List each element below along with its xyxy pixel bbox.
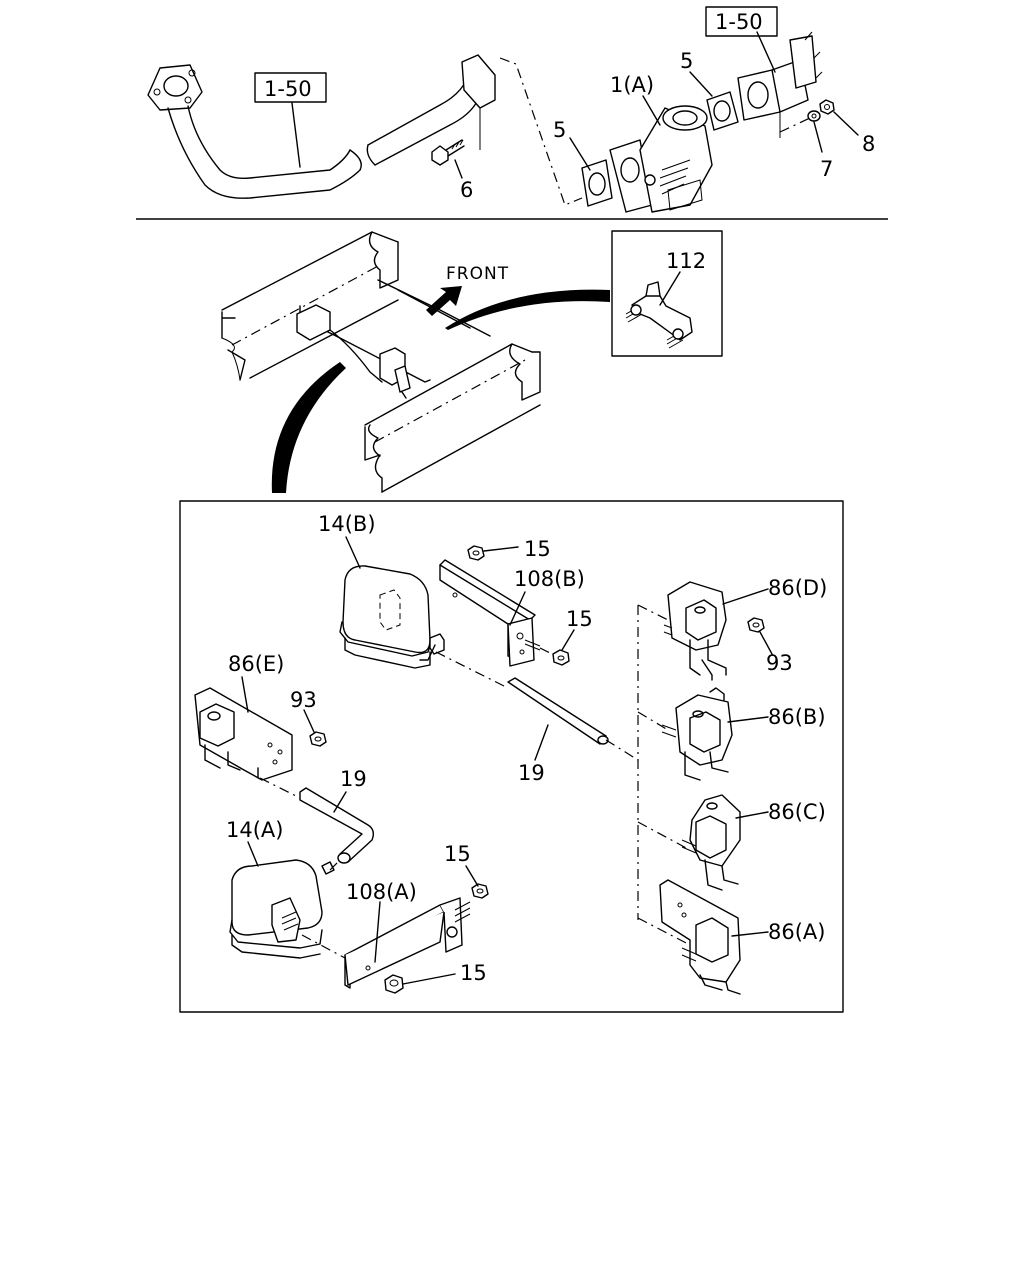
leader-86b: [727, 716, 769, 723]
vacuum-tank-14a: [229, 859, 335, 959]
label-14b: 14(B): [318, 512, 376, 536]
dashed-link-washer: [779, 117, 811, 133]
leader-14b: [345, 536, 361, 569]
label-8: 8: [862, 132, 875, 156]
label-14a: 14(A): [226, 818, 283, 842]
bolt-15-bottom: [384, 974, 404, 994]
label-86b: 86(B): [768, 705, 826, 729]
link-86b: [637, 711, 669, 731]
leader-86d: [722, 588, 769, 605]
label-front: FRONT: [446, 264, 509, 284]
leader-15-b: [561, 629, 575, 651]
nut-15-right: [552, 649, 570, 666]
leader-86c: [735, 811, 769, 819]
label-86c: 86(C): [768, 800, 826, 824]
leader-108b: [509, 591, 526, 626]
label-7: 7: [820, 157, 833, 181]
label-93-left: 93: [290, 688, 317, 712]
label-6: 6: [460, 178, 473, 202]
label-93-right: 93: [766, 651, 793, 675]
leader-14a: [247, 841, 259, 867]
ref-label-1-50-right: 1-50: [715, 10, 763, 34]
leader-6: [454, 159, 463, 179]
nut-15-lower: [471, 883, 489, 899]
dashed-link-hose-right: [605, 739, 639, 761]
bracket-108b: [439, 559, 541, 667]
solenoid-valve-86a: [659, 879, 741, 995]
solenoid-valve-86e: [194, 687, 293, 781]
vacuum-tank-14b: [339, 565, 445, 669]
label-15-b: 15: [566, 607, 593, 631]
callout-arrow-upper: [445, 289, 610, 330]
label-5-mid: 5: [553, 118, 566, 142]
leader-86a: [731, 931, 769, 937]
nut-93-left: [309, 731, 327, 747]
label-86a: 86(A): [768, 920, 825, 944]
label-15-d: 15: [460, 961, 487, 985]
nut-93-right: [747, 617, 765, 633]
leader-86e: [241, 676, 249, 713]
chassis-frame: [221, 231, 541, 493]
front-arrow-icon: [426, 286, 462, 316]
leader-8: [833, 111, 859, 136]
ref-box-1-50-right: [705, 6, 778, 37]
ref-box-1-50-left: [254, 72, 327, 103]
gasket-5-top: [706, 91, 739, 131]
leader-1-50-right: [756, 31, 776, 73]
washer-7: [807, 110, 821, 122]
nut-8: [819, 99, 835, 115]
leader-1a: [642, 95, 661, 126]
leader-15-c: [465, 865, 479, 887]
leader-93-left: [303, 709, 315, 733]
solenoid-valve-86d: [663, 581, 727, 681]
label-15-c: 15: [444, 842, 471, 866]
leader-15-d: [402, 973, 456, 985]
leader-19-mid: [534, 724, 549, 761]
label-112: 112: [666, 249, 706, 273]
link-86c: [637, 821, 691, 851]
leader-1-50-left: [291, 102, 301, 168]
dashed-link-tank-a: [329, 859, 341, 871]
link-86d: [637, 604, 669, 621]
link-86a: [637, 917, 691, 946]
solenoid-valve-86c: [681, 794, 741, 891]
leader-108a: [374, 901, 381, 963]
label-19-left: 19: [340, 767, 367, 791]
nut-15-upper: [467, 545, 485, 561]
label-15-a: 15: [524, 537, 551, 561]
hose-19-left: [299, 787, 375, 864]
dashed-link-hose-upper: [435, 651, 509, 689]
detail-box-112: [611, 230, 723, 357]
leader-112: [659, 271, 681, 306]
leader-5-mid: [569, 137, 591, 171]
label-108a: 108(A): [346, 880, 417, 904]
dashed-link-nut: [539, 647, 553, 655]
detail-frame: [179, 500, 844, 1013]
dashed-link-bracket-a: [301, 934, 346, 959]
exhaust-pipe-assembly: [147, 54, 496, 199]
ref-label-1-50-left: 1-50: [264, 77, 312, 101]
label-5-top: 5: [680, 49, 693, 73]
leader-7: [813, 121, 823, 153]
dashed-link-flange: [499, 57, 583, 206]
leader-5-top: [689, 71, 713, 97]
callout-arrow-lower: [271, 362, 346, 493]
label-86d: 86(D): [768, 576, 827, 600]
solenoid-valve-86b: [661, 687, 733, 781]
leader-19-left: [333, 791, 347, 813]
leader-93-right: [759, 631, 773, 655]
exhaust-brake-1a: [609, 105, 713, 213]
dashed-link-hose-left: [259, 777, 301, 799]
bracket-112: [625, 281, 693, 349]
gasket-5-mid: [581, 159, 613, 207]
leader-15-a: [483, 546, 519, 552]
label-86e: 86(E): [228, 652, 284, 676]
label-1a: 1(A): [610, 73, 654, 97]
label-19-mid: 19: [518, 761, 545, 785]
rear-pipe-flange: [737, 31, 823, 138]
bracket-108a: [344, 897, 471, 989]
hose-19-middle: [507, 677, 609, 745]
label-108b: 108(B): [514, 567, 585, 591]
